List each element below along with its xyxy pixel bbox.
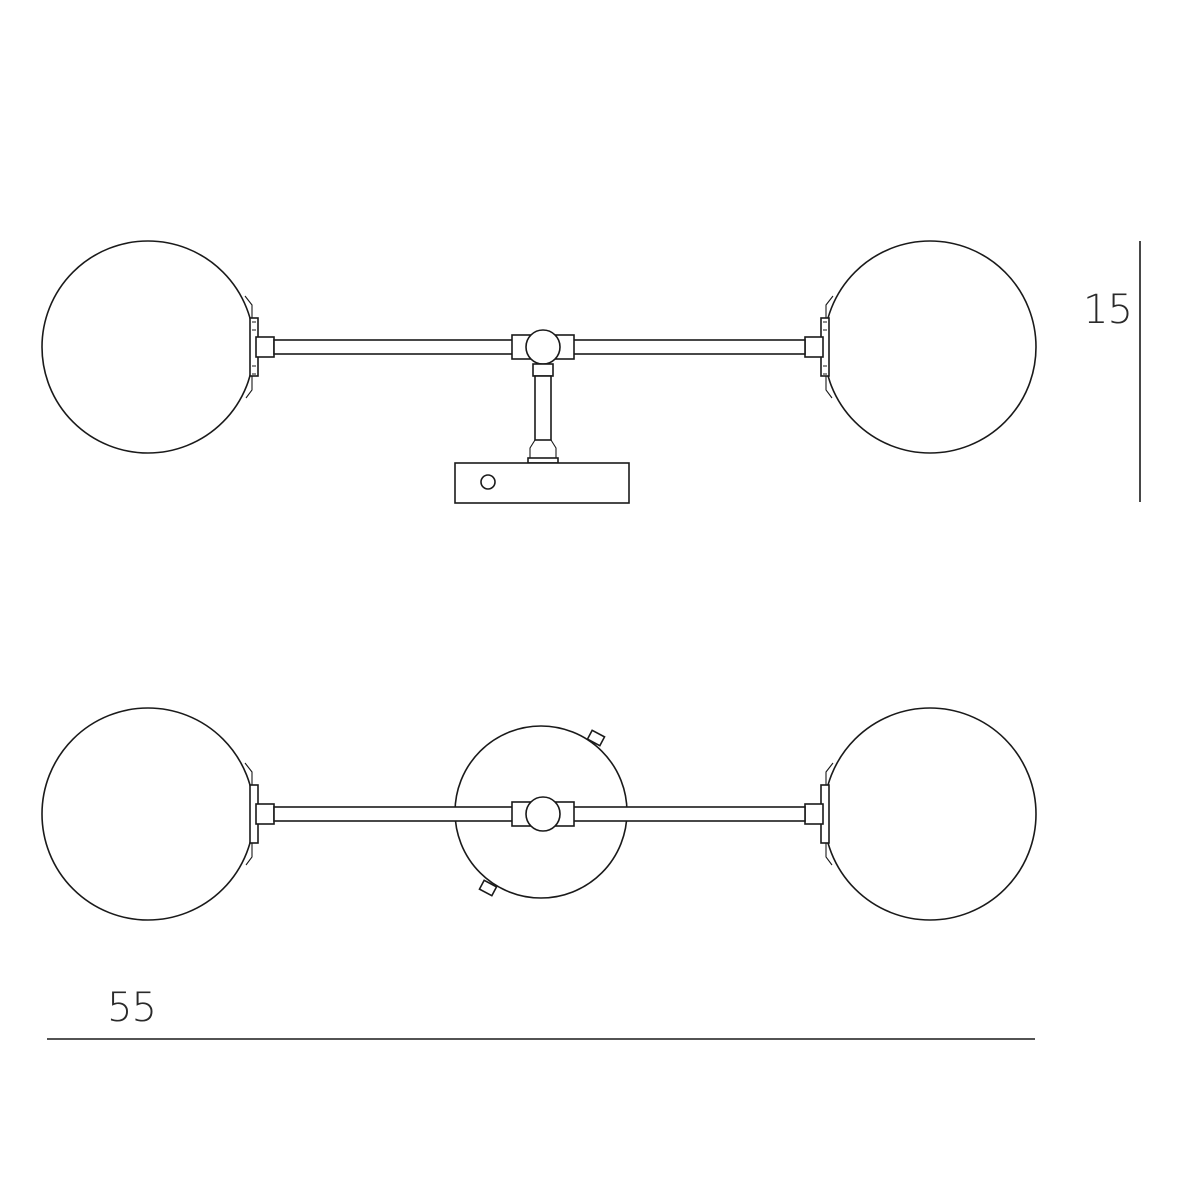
top-left-globe — [41, 707, 255, 921]
front-joint-ball — [525, 329, 561, 365]
top-joint-ball — [525, 796, 561, 832]
front-stem-collar — [532, 363, 554, 377]
top-arm-right — [570, 806, 806, 822]
height-dimension-label: 15 — [1083, 287, 1132, 333]
top-arm-left — [273, 806, 515, 822]
top-right-globe — [823, 707, 1037, 921]
front-right-socket — [804, 295, 834, 399]
front-stem — [534, 375, 552, 441]
front-right-globe — [823, 240, 1037, 454]
front-left-socket — [244, 295, 275, 399]
front-arm-right — [570, 339, 806, 355]
front-arm-left — [273, 339, 515, 355]
top-right-socket — [804, 762, 834, 866]
top-view — [41, 707, 1037, 921]
front-view — [41, 240, 1037, 504]
front-switch-hole — [480, 474, 496, 490]
top-canopy-clip-lower — [478, 879, 498, 897]
front-left-globe — [41, 240, 255, 454]
top-canopy-clip-upper — [586, 729, 606, 747]
front-backplate — [454, 462, 630, 504]
top-left-socket — [244, 762, 275, 866]
width-dimension-label: 55 — [107, 985, 156, 1031]
